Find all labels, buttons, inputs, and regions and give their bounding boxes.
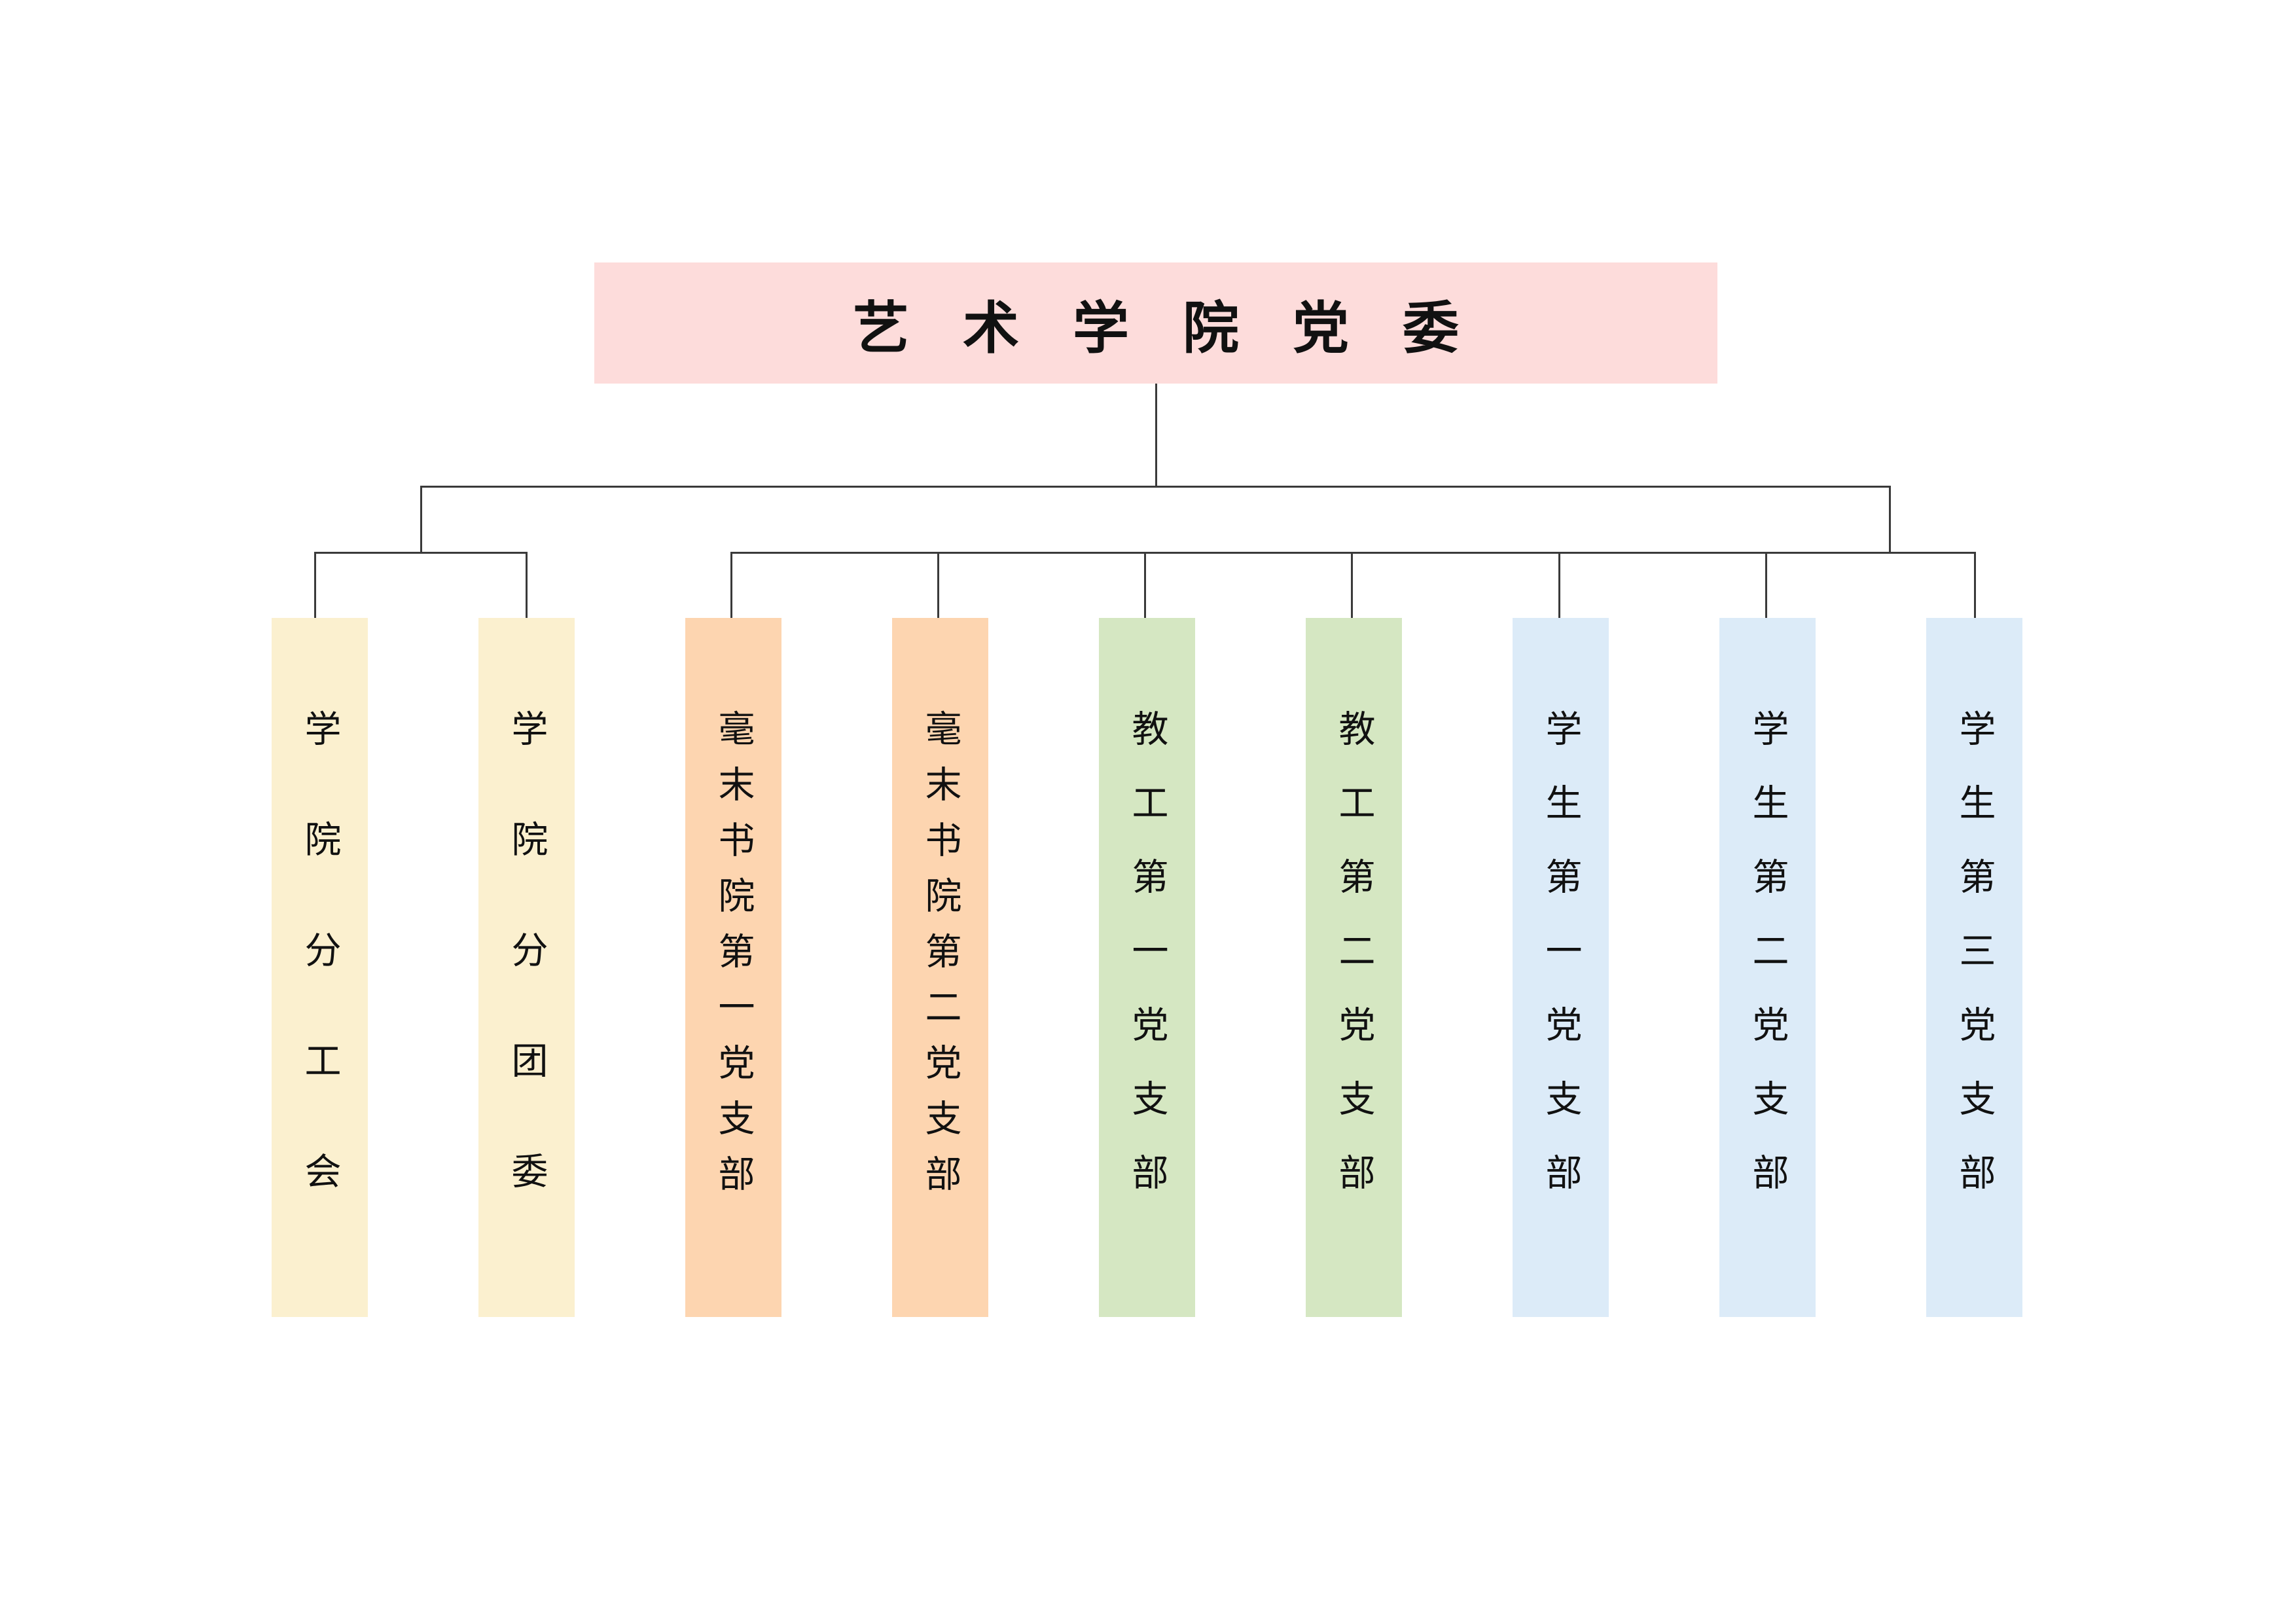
connector-left-stem [420, 486, 422, 553]
branch-node-haomo-academy-first: 毫末书院第一党支部 [685, 618, 781, 1317]
connector-branch-2 [526, 552, 528, 618]
root-node-title: 艺术学院党委 [853, 296, 1513, 361]
connector-branch-3 [730, 552, 732, 618]
branch-label: 教工第一党支部 [1126, 710, 1168, 1227]
branch-node-student-first: 学生第一党支部 [1513, 618, 1609, 1317]
branch-node-student-third: 学生第三党支部 [1926, 618, 2022, 1317]
branch-label: 学院分工会 [298, 710, 341, 1263]
branch-node-haomo-academy-second: 毫末书院第二党支部 [892, 618, 988, 1317]
branch-label: 毫末书院第一党支部 [712, 710, 755, 1210]
branch-node-faculty-second: 教工第二党支部 [1306, 618, 1402, 1317]
connector-branch-1 [314, 552, 316, 618]
branch-label: 学生第一党支部 [1539, 710, 1582, 1227]
branch-label: 教工第二党支部 [1333, 710, 1375, 1227]
connector-branch-7 [1558, 552, 1560, 618]
branch-label: 学生第三党支部 [1953, 710, 1996, 1227]
branch-node-faculty-first: 教工第一党支部 [1099, 618, 1195, 1317]
connector-right-stem [1889, 486, 1891, 553]
connector-right-bus [730, 552, 1976, 554]
root-node-box: 艺术学院党委 [594, 262, 1717, 384]
connector-branch-5 [1144, 552, 1146, 618]
connector-branch-4 [937, 552, 939, 618]
connector-root-stem [1155, 384, 1157, 486]
connector-branch-6 [1351, 552, 1353, 618]
connector-branch-9 [1974, 552, 1976, 618]
branch-label: 学院分团委 [505, 710, 548, 1263]
connector-main-bus [420, 486, 1890, 488]
connector-left-bus [314, 552, 528, 554]
branch-node-college-union: 学院分工会 [272, 618, 368, 1317]
branch-label: 毫末书院第二党支部 [919, 710, 961, 1210]
connector-branch-8 [1765, 552, 1767, 618]
branch-node-college-youth-league: 学院分团委 [478, 618, 575, 1317]
branch-node-student-second: 学生第二党支部 [1719, 618, 1816, 1317]
branch-label: 学生第二党支部 [1746, 710, 1789, 1227]
